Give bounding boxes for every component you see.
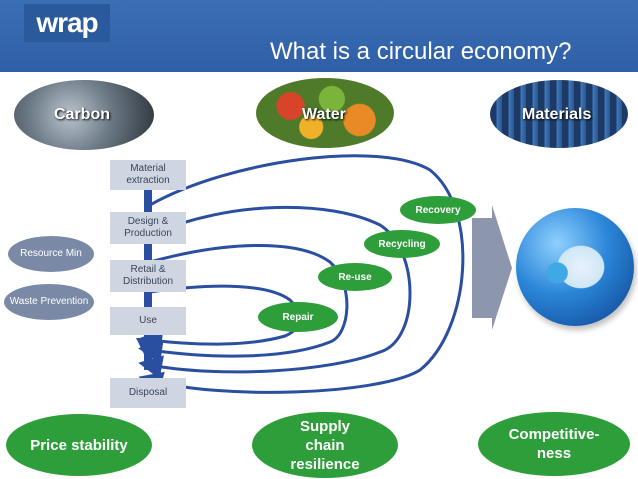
water-image [256,78,394,148]
competitiveness-oval: Competitive-ness [478,412,630,476]
wrap-logo: wrap [24,4,110,42]
reuse-loop [138,244,349,364]
page-title: What is a circular economy? [270,38,572,65]
recycling-loop [138,205,412,379]
carbon-label: Carbon [54,106,110,123]
materials-label: Materials [522,106,592,123]
materials-image [490,80,628,148]
reuse-label: Re-use [318,263,392,291]
price-stability-oval: Price stability [6,414,152,476]
water-label: Water [302,106,346,123]
recovery-loop [138,154,465,395]
recycling-label: Recycling [364,230,440,258]
stage-design-production: Design & Production [110,212,186,244]
supply-chain-oval: Supply chain resilience [252,412,398,478]
resource-min-pill: Resource Min [8,236,94,272]
globe-icon [516,208,634,326]
stage-retail-distribution: Retail & Distribution [110,260,186,292]
stage-material-extraction: Material extraction [110,160,186,190]
repair-label: Repair [258,302,338,332]
gray-arrow [472,205,512,330]
stage-disposal: Disposal [110,378,186,408]
recovery-label: Recovery [400,196,476,224]
waste-prevention-pill: Waste Prevention [4,284,94,320]
stage-use: Use [110,307,186,335]
carbon-image [14,80,154,150]
